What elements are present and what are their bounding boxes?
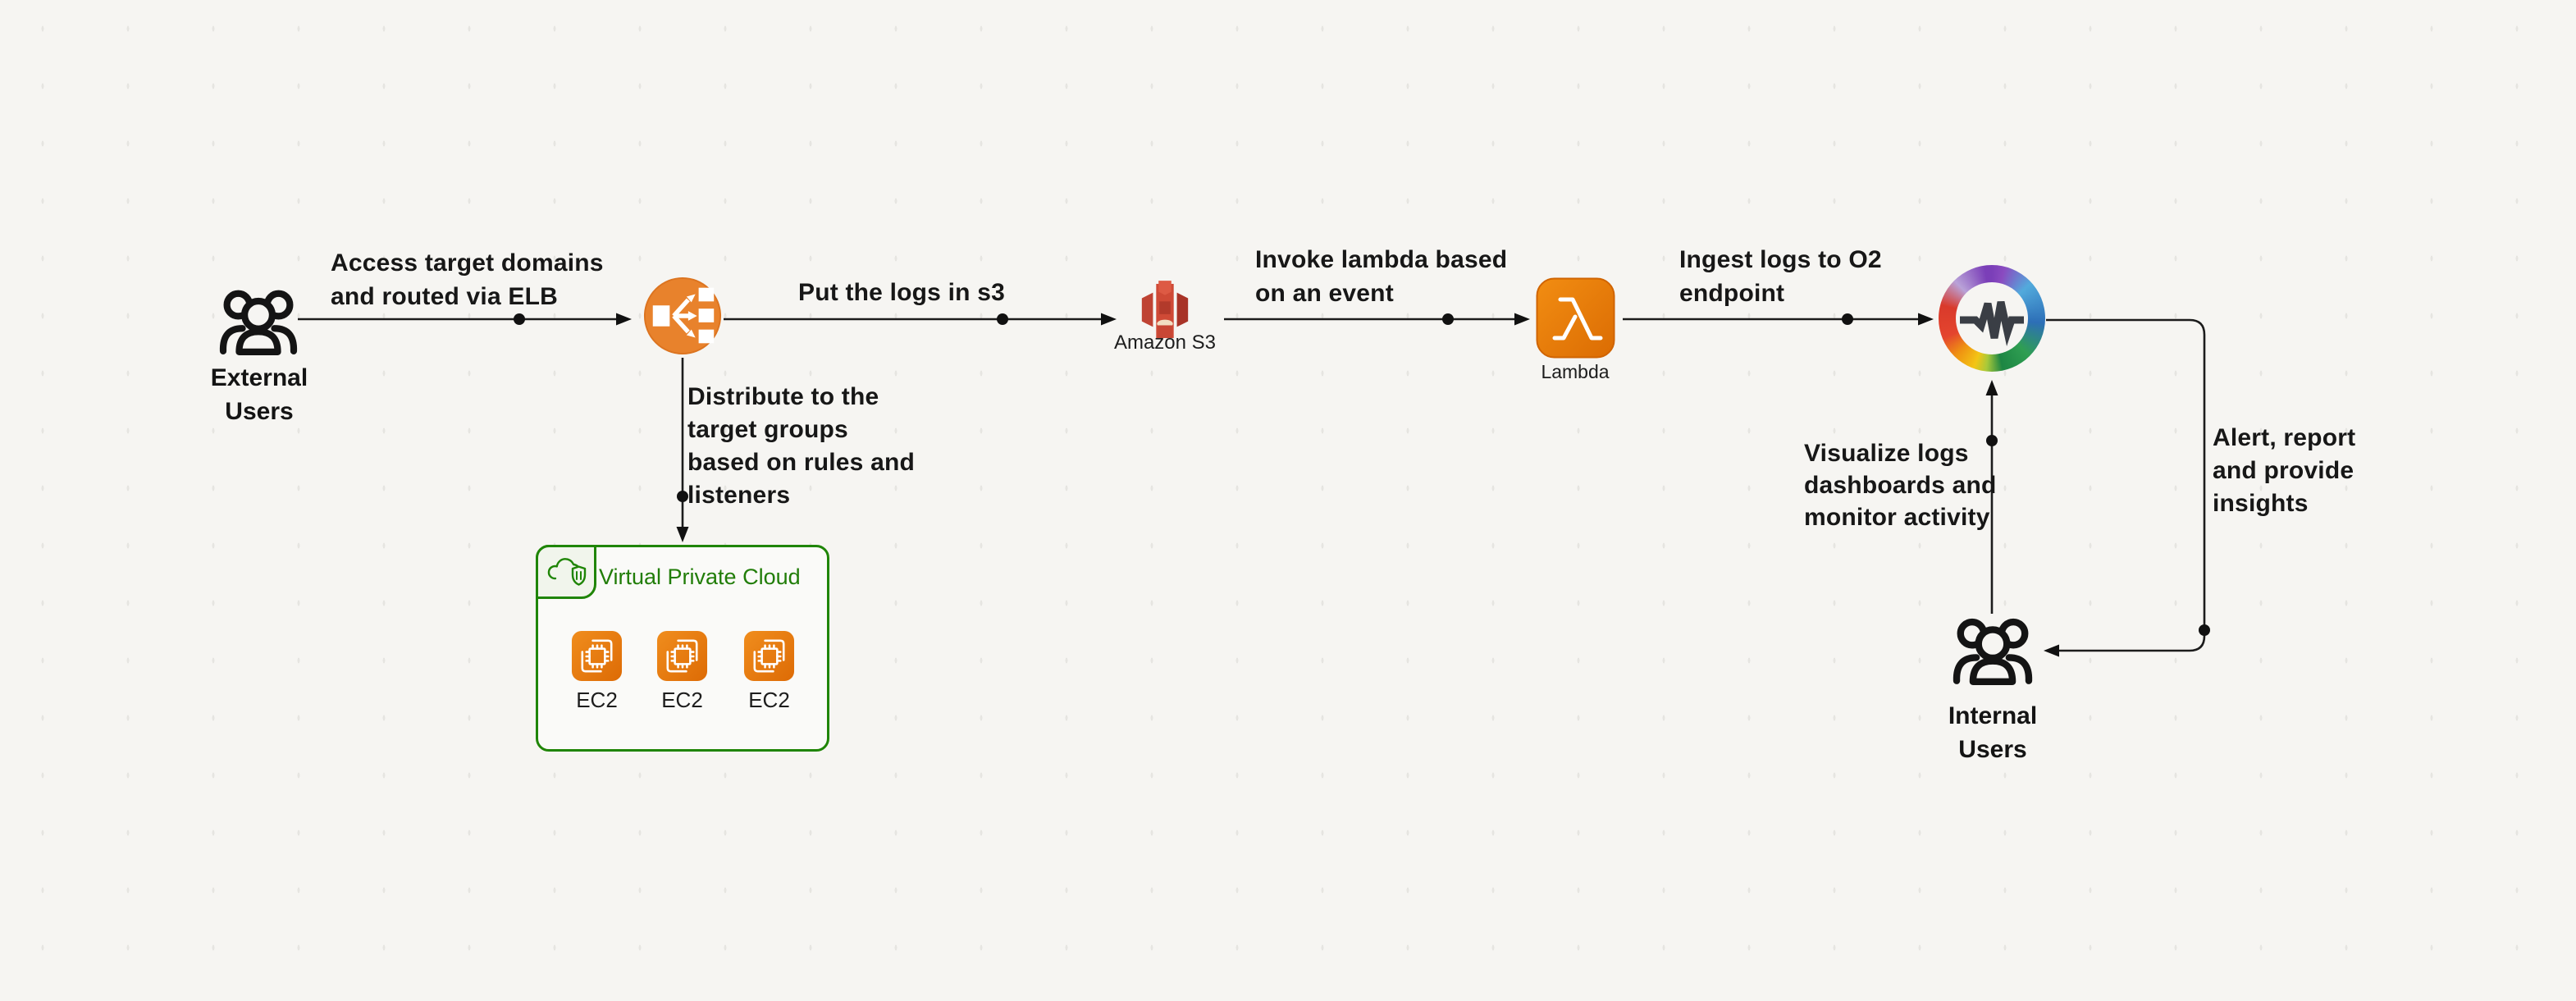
elastic-load-balancer-icon xyxy=(643,277,722,355)
annotation-visualize: Visualize logs dashboards and monitor ac… xyxy=(1804,440,1997,531)
users-icon xyxy=(219,290,298,355)
edge-o2-to-internal xyxy=(2046,318,2206,652)
annotation-invoke-lambda: Invoke lambda based on an event xyxy=(1255,246,1508,307)
arrowhead-elb-to-s3 xyxy=(1101,313,1117,326)
ec2-label: EC2 xyxy=(576,688,618,712)
users-icon xyxy=(1953,618,2033,685)
arrowhead-users-to-elb xyxy=(616,313,632,326)
arrowhead-s3-to-lambda xyxy=(1514,313,1530,326)
vpc-title: Virtual Private Cloud xyxy=(599,564,801,589)
openobserve-pulse-icon xyxy=(1939,265,2045,372)
annotation-alert: Alert, report and provide insights xyxy=(2213,424,2356,517)
external-users-label: External Users xyxy=(210,364,308,425)
ec2-icon xyxy=(571,630,623,682)
lambda-label: Lambda xyxy=(1541,361,1610,382)
arrowhead-elb-to-vpc xyxy=(676,527,689,542)
arrowhead-internal-to-o2 xyxy=(1985,380,1998,395)
internal-users-label: Internal Users xyxy=(1948,702,2038,763)
annotation-distribute: Distribute to the target groups based on… xyxy=(687,383,915,509)
aws-lambda-icon xyxy=(1536,277,1615,359)
ec2-label: EC2 xyxy=(748,688,790,712)
dot-o2-to-internal xyxy=(2199,624,2210,636)
dot-lambda-to-o2 xyxy=(1842,313,1853,325)
amazon-s3-icon xyxy=(1141,281,1189,339)
dot-elb-to-vpc xyxy=(677,491,688,502)
vpc-tab xyxy=(536,545,596,599)
ec2-label: EC2 xyxy=(661,688,703,712)
annotation-put-logs: Put the logs in s3 xyxy=(798,279,1005,306)
vpc-cloud-shield-icon xyxy=(547,558,587,586)
s3-label: Amazon S3 xyxy=(1113,331,1217,354)
arrowhead-o2-to-internal xyxy=(2044,644,2059,657)
annotation-access-elb: Access target domains and routed via ELB xyxy=(331,249,604,310)
dot-elb-to-s3 xyxy=(997,313,1008,325)
dot-users-to-elb xyxy=(514,313,525,325)
annotation-ingest-logs: Ingest logs to O2 endpoint xyxy=(1679,246,1882,307)
pulse-waveform xyxy=(1960,301,2024,347)
ec2-icon xyxy=(656,630,708,682)
ec2-icon xyxy=(743,630,795,682)
dot-s3-to-lambda xyxy=(1442,313,1454,325)
arrowhead-lambda-to-o2 xyxy=(1918,313,1934,326)
